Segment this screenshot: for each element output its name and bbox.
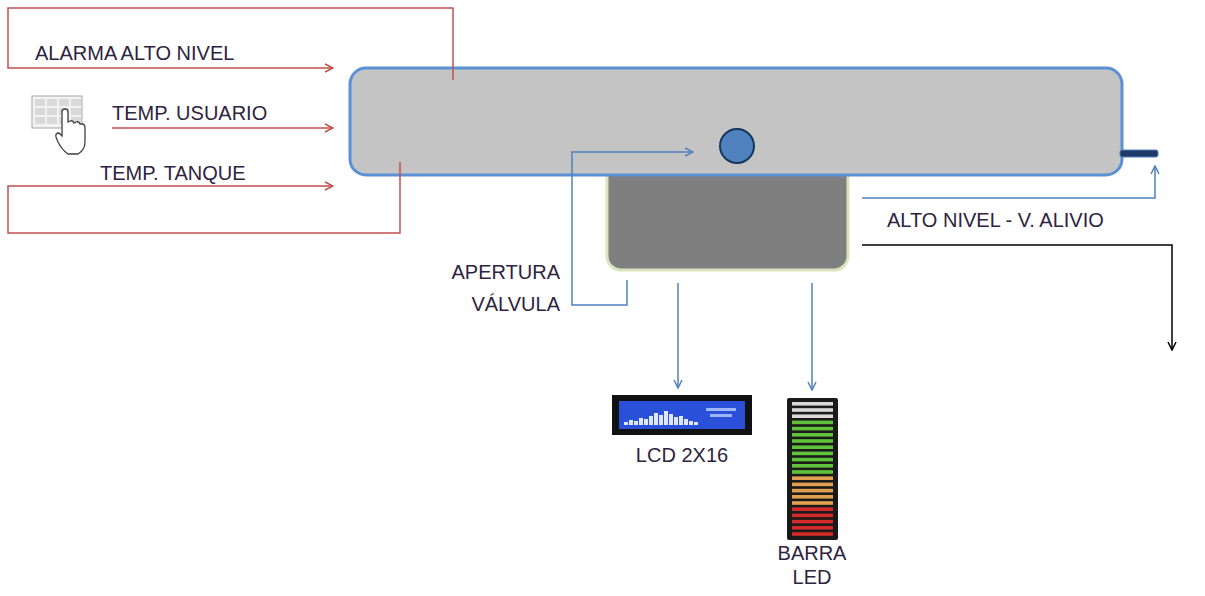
lcd-display <box>612 395 752 435</box>
signal-label: TEMP. USUARIO <box>112 101 267 125</box>
relief-line <box>862 166 1155 198</box>
output-line <box>862 245 1172 350</box>
lcd-node: LCD 2X16 <box>597 392 767 468</box>
user-temp-line <box>112 127 333 129</box>
relief-valve-stub <box>1120 150 1158 157</box>
valve-open-line <box>572 152 693 305</box>
ledbar-line <box>811 283 813 390</box>
ledbar-node: BARRA LED <box>762 395 862 589</box>
signal-label: ALTO NIVEL - V. ALIVIO <box>887 208 1104 232</box>
signal-label: ALARMA ALTO NIVEL <box>35 41 234 65</box>
signal-label: APERTURA VÁLVULA <box>390 256 560 320</box>
device-caption: BARRA LED <box>762 541 862 589</box>
device-caption: LCD 2X16 <box>597 442 767 468</box>
led-bar <box>787 398 838 540</box>
tank-temp-line <box>8 162 400 233</box>
alarm-line <box>8 8 453 80</box>
signal-label: TEMP. TANQUE <box>100 161 246 185</box>
lcd-line <box>677 283 679 388</box>
valve-circle <box>720 129 754 163</box>
tank <box>350 68 1122 175</box>
keypad-icon <box>32 96 85 154</box>
